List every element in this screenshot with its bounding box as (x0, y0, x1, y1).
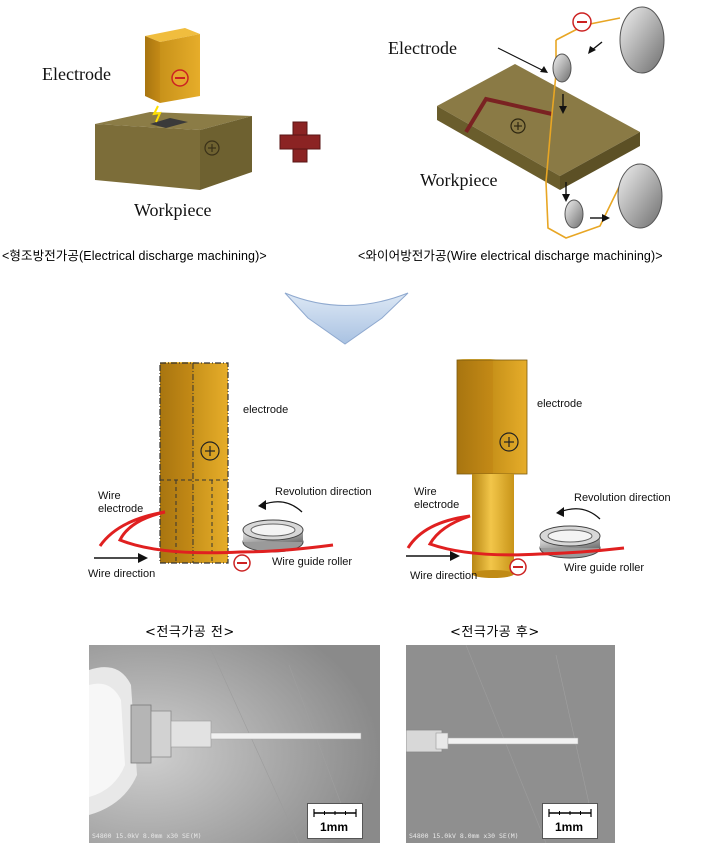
wire-path (545, 40, 621, 239)
sem-after-scalebar: 1mm (542, 803, 598, 839)
after-revolution-label: Revolution direction (574, 492, 671, 504)
after-electrode-left-face (457, 360, 493, 474)
sem-before-scalebar: 1mm (307, 803, 363, 839)
before-wire (98, 510, 334, 555)
edm-electrode-front (145, 36, 160, 103)
sem-before-meta: S4800 15.0kV 8.0mm x30 SE(M) (92, 832, 202, 840)
plus-icon (200, 441, 220, 461)
cut-slot (464, 96, 553, 134)
sem-after-meta: S4800 15.0kV 8.0mm x30 SE(M) (409, 832, 519, 840)
before-roller-label: Wire guide roller (272, 556, 353, 568)
sem-after-caption: <전극가공 후> (450, 625, 540, 640)
plus-icon (204, 140, 220, 156)
edm-cavity (150, 118, 188, 128)
edm-caption: <형조방전가공(Electrical discharge machining)> (2, 249, 267, 263)
after-electrode-label: electrode (537, 398, 583, 410)
plus-icon (499, 432, 519, 452)
sem-image-after: S4800 15.0kV 8.0mm x30 SE(M) 1mm (406, 645, 615, 843)
electrode-pointer (497, 47, 547, 73)
after-electrode-right-face (493, 360, 527, 474)
wire-edm-caption: <와이어방전가공(Wire electrical discharge machi… (358, 249, 663, 263)
after-wire-electrode-label: Wire electrode (414, 486, 460, 511)
sem-after-scale-label: 1mm (555, 820, 584, 834)
wire-edm-illustration (437, 6, 665, 239)
sem-before-caption: <전극가공 전> (145, 625, 235, 640)
sem-before-scale-label: 1mm (320, 820, 349, 834)
after-wire-direction-label: Wire direction (410, 570, 478, 582)
edm-electrode-label: Electrode (42, 64, 111, 84)
edm-workpiece-label: Workpiece (134, 200, 212, 220)
sem-image-before: S4800 15.0kV 8.0mm x30 SE(M) 1mm (89, 645, 380, 843)
lower-small-disc (564, 199, 584, 229)
lower-large-disc (617, 163, 663, 229)
after-wire (406, 514, 625, 557)
wire-edm-workpiece-label: Workpiece (420, 170, 498, 190)
spark-icon (152, 105, 162, 123)
wire-edm-workpiece-top (437, 64, 640, 176)
before-wire-direction-label: Wire direction (88, 568, 156, 580)
edm-workpiece-front (95, 124, 200, 190)
plus-icon (510, 118, 526, 134)
before-revolution-label: Revolution direction (275, 486, 372, 498)
before-electrode-label: electrode (243, 404, 289, 416)
upper-small-disc (552, 53, 572, 83)
after-process-illustration (406, 359, 625, 578)
edm-workpiece-side (200, 116, 252, 190)
after-roller-label: Wire guide roller (564, 562, 645, 574)
before-wire-electrode-label: Wire electrode (98, 490, 144, 515)
down-arrow-icon (284, 292, 409, 345)
upper-large-disc (619, 6, 665, 74)
edm-illustration (95, 28, 252, 190)
after-machined-shaft (472, 474, 514, 574)
before-process-illustration (94, 362, 334, 572)
combine-plus-icon (279, 121, 321, 163)
wire-edm-electrode-label: Electrode (388, 38, 457, 58)
edm-electrode-side (160, 34, 200, 103)
before-electrode-right-face (193, 363, 228, 563)
